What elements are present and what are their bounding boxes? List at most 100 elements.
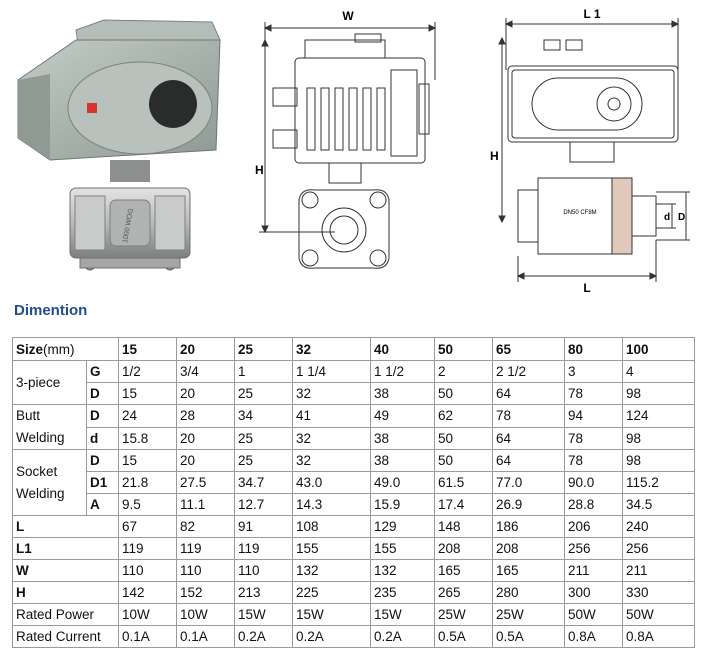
group-label-cell: Socket Welding <box>12 449 87 516</box>
size-header-cell: Size(mm) <box>12 337 119 361</box>
value-cell: 211 <box>622 559 695 582</box>
value-cell: 62 <box>434 404 493 428</box>
sub-label-cell: G <box>86 360 119 383</box>
sub-label-cell: A <box>86 493 119 516</box>
sub-label-cell: D <box>86 404 119 428</box>
value-cell: 38 <box>370 382 435 405</box>
value-cell: 9.5 <box>118 493 177 516</box>
value-cell: 110 <box>234 559 293 582</box>
size-header-100: 100 <box>622 337 695 361</box>
value-cell: 15 <box>118 449 177 472</box>
sub-label-cell: D <box>86 449 119 472</box>
value-cell: 0.8A <box>564 625 623 648</box>
value-cell: 25 <box>234 449 293 472</box>
value-cell: 208 <box>434 537 493 560</box>
value-cell: 34 <box>234 404 293 428</box>
row-label-cell: W <box>12 559 119 582</box>
value-cell: 213 <box>234 581 293 604</box>
size-header-unit: (mm) <box>43 341 75 357</box>
value-cell: 206 <box>564 515 623 538</box>
value-cell: 64 <box>492 426 565 450</box>
value-cell: 90.0 <box>564 471 623 494</box>
value-cell: 10W <box>176 603 235 626</box>
dimension-l-label: L <box>583 281 590 295</box>
value-cell: 225 <box>292 581 371 604</box>
value-cell: 98 <box>622 449 695 472</box>
value-cell: 132 <box>292 559 371 582</box>
sub-label-cell: D1 <box>86 471 119 494</box>
warning-label-icon <box>87 103 97 113</box>
value-cell: 41 <box>292 404 371 428</box>
size-header-25: 25 <box>234 337 293 361</box>
value-cell: 32 <box>292 426 371 450</box>
value-cell: 211 <box>564 559 623 582</box>
value-cell: 186 <box>492 515 565 538</box>
value-cell: 25W <box>492 603 565 626</box>
value-cell: 1 1/4 <box>292 360 371 383</box>
value-cell: 50W <box>564 603 623 626</box>
row-label-cell: Rated Current <box>12 625 119 648</box>
value-cell: 4 <box>622 360 695 383</box>
value-cell: 67 <box>118 515 177 538</box>
sub-label-cell: D <box>86 382 119 405</box>
value-cell: 21.8 <box>118 471 177 494</box>
value-cell: 20 <box>176 382 235 405</box>
value-cell: 129 <box>370 515 435 538</box>
value-cell: 0.2A <box>292 625 371 648</box>
value-cell: 25 <box>234 382 293 405</box>
value-cell: 110 <box>176 559 235 582</box>
value-cell: 50 <box>434 449 493 472</box>
size-header-40: 40 <box>370 337 435 361</box>
value-cell: 26.9 <box>492 493 565 516</box>
value-cell: 32 <box>292 382 371 405</box>
size-header-20: 20 <box>176 337 235 361</box>
dimension-d-small-label: d <box>664 212 670 223</box>
value-cell: 165 <box>492 559 565 582</box>
value-cell: 155 <box>370 537 435 560</box>
value-cell: 15 <box>118 382 177 405</box>
product-photo: 1000 WOG <box>17 19 221 271</box>
value-cell: 78 <box>564 449 623 472</box>
value-cell: 11.1 <box>176 493 235 516</box>
value-cell: 235 <box>370 581 435 604</box>
value-cell: 78 <box>492 404 565 428</box>
value-cell: 15W <box>292 603 371 626</box>
value-cell: 25W <box>434 603 493 626</box>
value-cell: 1/2 <box>118 360 177 383</box>
row-label-cell: Rated Power <box>12 603 119 626</box>
dimension-h-side-label: H <box>490 149 499 163</box>
dimension-l1-label: L 1 <box>583 7 600 21</box>
value-cell: 78 <box>564 382 623 405</box>
value-cell: 98 <box>622 382 695 405</box>
value-cell: 155 <box>292 537 371 560</box>
value-cell: 20 <box>176 449 235 472</box>
value-cell: 32 <box>292 449 371 472</box>
value-cell: 15.9 <box>370 493 435 516</box>
value-cell: 15.8 <box>118 426 177 450</box>
value-cell: 256 <box>622 537 695 560</box>
value-cell: 15W <box>370 603 435 626</box>
value-cell: 17.4 <box>434 493 493 516</box>
value-cell: 330 <box>622 581 695 604</box>
size-header-32: 32 <box>292 337 371 361</box>
value-cell: 108 <box>292 515 371 538</box>
value-cell: 25 <box>234 426 293 450</box>
value-cell: 280 <box>492 581 565 604</box>
side-view-drawing: DN50 CF8M L 1 H L d D <box>490 7 690 295</box>
group-label-cell: Butt Welding <box>12 404 87 450</box>
value-cell: 50 <box>434 382 493 405</box>
value-cell: 15W <box>234 603 293 626</box>
